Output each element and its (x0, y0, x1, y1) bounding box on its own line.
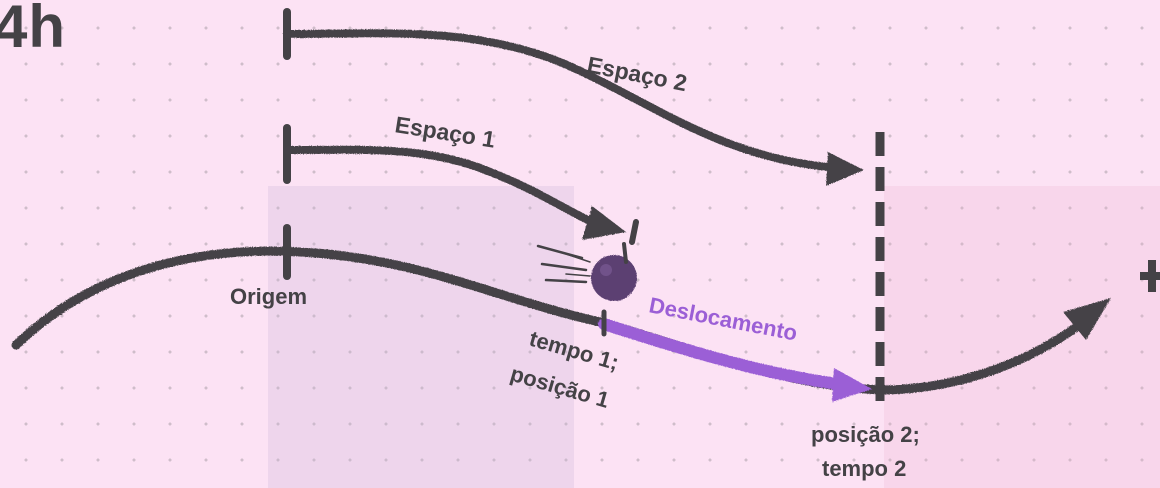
trajectory-arrowhead (1063, 298, 1111, 340)
plus-icon (1140, 260, 1160, 292)
espaco1-arrowhead (582, 206, 626, 240)
origem-label: Origem (230, 284, 307, 309)
moving-ball (536, 242, 637, 301)
highlight-panel-right (884, 186, 1160, 488)
trajectory-continuation (875, 305, 1103, 395)
espaco1-label: Espaço 1 (393, 111, 497, 153)
espaco1-arrow (283, 145, 606, 230)
espaco2-label: Espaço 2 (585, 51, 689, 96)
posicao2-label-line2: tempo 2 (822, 456, 906, 481)
highlight-panel-left (268, 186, 574, 488)
displacement-arrow (598, 318, 858, 392)
espaco2-arrowhead (826, 152, 864, 186)
displacement-arrowhead (832, 368, 872, 402)
posicao2-label-line1: posição 2; (811, 422, 920, 447)
espaco1-end-tick (629, 219, 639, 245)
corner-title: 4h (0, 0, 67, 60)
deslocamento-label: Deslocamento (647, 292, 799, 345)
espaco2-arrow (283, 29, 844, 172)
